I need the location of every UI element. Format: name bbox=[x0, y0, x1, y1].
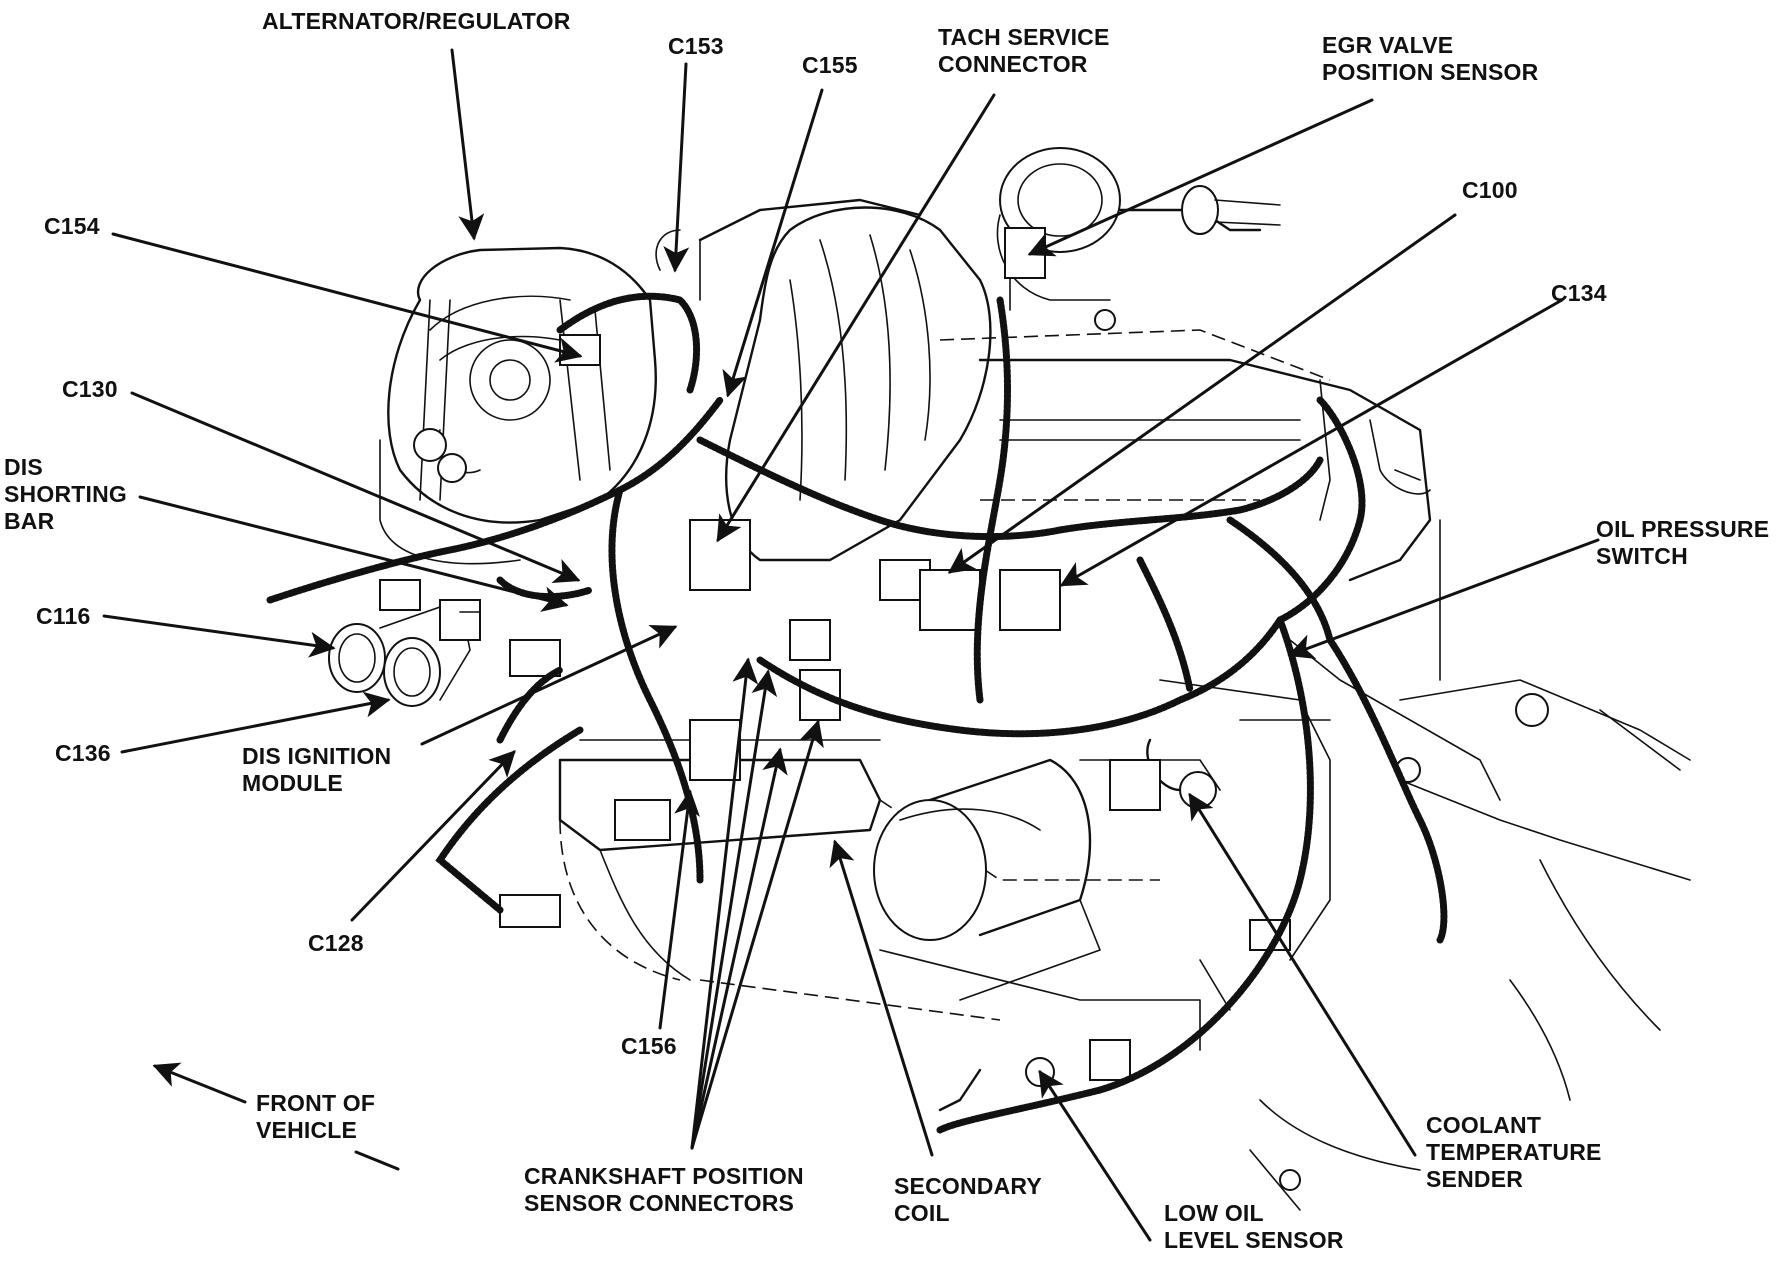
label-crankshaft-line1: CRANKSHAFT POSITION bbox=[524, 1163, 804, 1189]
label-alternator-regulator: ALTERNATOR/REGULATOR bbox=[262, 8, 571, 34]
label-crankshaft-line2: SENSOR CONNECTORS bbox=[524, 1190, 795, 1216]
label-oil-pressure-switch: OIL PRESSURE SWITCH bbox=[1596, 516, 1769, 570]
label-front-line2: VEHICLE bbox=[256, 1117, 358, 1143]
label-oil-pressure-line1: OIL PRESSURE bbox=[1596, 516, 1770, 542]
leader-c128 bbox=[350, 750, 516, 922]
leader-c153 bbox=[663, 62, 690, 273]
leader-c154 bbox=[111, 232, 583, 363]
label-c155: C155 bbox=[802, 52, 858, 78]
wire-harness-drawing bbox=[266, 292, 1448, 1134]
label-coolant-line2: TEMPERATURE bbox=[1426, 1139, 1602, 1165]
label-c153: C153 bbox=[668, 33, 724, 59]
leader-crankshaft-4 bbox=[690, 719, 824, 1150]
leader-crankshaft-2 bbox=[690, 669, 778, 1150]
leader-alternator-regulator bbox=[450, 48, 485, 241]
label-tach-service-connector-line1: TACH SERVICE bbox=[938, 24, 1110, 50]
label-tach-service-connector: TACH SERVICE CONNECTOR bbox=[938, 24, 1110, 78]
label-front-line1: FRONT OF bbox=[256, 1090, 376, 1116]
label-secondary-coil: SECONDARY COIL bbox=[894, 1173, 1042, 1227]
leader-dis-shorting-bar bbox=[138, 495, 569, 612]
label-c116: C116 bbox=[36, 603, 91, 629]
leader-c100 bbox=[947, 213, 1457, 574]
label-egr-valve-position-sensor: EGR VALVE POSITION SENSOR bbox=[1322, 32, 1538, 86]
leader-c156 bbox=[658, 789, 700, 1030]
label-c100: C100 bbox=[1462, 177, 1518, 203]
leader-c134 bbox=[1059, 298, 1564, 587]
leader-coolant-temperature-sender bbox=[1188, 792, 1417, 1157]
label-dis-line2: SHORTING bbox=[4, 481, 127, 507]
leader-tach-service-connector bbox=[716, 93, 996, 543]
label-secondary-line1: SECONDARY bbox=[894, 1173, 1042, 1199]
label-c128: C128 bbox=[308, 930, 364, 956]
intake-manifold-drawing bbox=[655, 198, 992, 562]
leader-egr-valve-position-sensor bbox=[1027, 98, 1374, 257]
leader-c155 bbox=[722, 88, 824, 398]
label-egr-line1: EGR VALVE bbox=[1322, 32, 1454, 58]
label-dis-shorting-bar: DIS SHORTING BAR bbox=[4, 454, 127, 535]
leader-crankshaft-3 bbox=[690, 747, 788, 1150]
transmission-drawing bbox=[1249, 679, 1691, 1211]
engine-illustration bbox=[266, 147, 1691, 1211]
label-coolant-line1: COOLANT bbox=[1426, 1112, 1542, 1138]
c116-c136-connector-drawing bbox=[328, 599, 481, 707]
label-dis-ignition-module: DIS IGNITION MODULE bbox=[242, 743, 391, 797]
front-of-vehicle-tail bbox=[354, 1150, 400, 1171]
label-c154: C154 bbox=[44, 213, 100, 239]
leader-lines bbox=[102, 48, 1600, 1242]
label-c130: C130 bbox=[62, 376, 118, 402]
leader-oil-pressure-switch bbox=[1287, 538, 1600, 659]
label-low-oil-level-sensor: LOW OIL LEVEL SENSOR bbox=[1164, 1200, 1344, 1254]
label-low-oil-line1: LOW OIL bbox=[1164, 1200, 1264, 1226]
label-egr-line2: POSITION SENSOR bbox=[1322, 59, 1539, 85]
front-of-vehicle-arrow bbox=[152, 1062, 247, 1104]
leader-c130 bbox=[130, 391, 581, 583]
label-tach-service-connector-line2: CONNECTOR bbox=[938, 51, 1088, 77]
leader-crankshaft-1 bbox=[690, 657, 759, 1150]
label-dis-ignition-line2: MODULE bbox=[242, 770, 343, 796]
label-coolant-temperature-sender: COOLANT TEMPERATURE SENDER bbox=[1426, 1112, 1602, 1193]
label-c136: C136 bbox=[55, 740, 111, 766]
label-dis-line3: BAR bbox=[4, 508, 55, 534]
label-oil-pressure-line2: SWITCH bbox=[1596, 543, 1688, 569]
label-c134: C134 bbox=[1551, 280, 1607, 306]
leader-dis-ignition-module bbox=[420, 625, 678, 746]
secondary-coil-drawing bbox=[873, 758, 1231, 1051]
leader-c136 bbox=[120, 691, 391, 754]
label-coolant-line3: SENDER bbox=[1426, 1166, 1524, 1192]
leader-c116 bbox=[102, 614, 336, 658]
label-crankshaft-position-sensor-connectors: CRANKSHAFT POSITION SENSOR CONNECTORS bbox=[524, 1163, 804, 1217]
leader-secondary-coil bbox=[829, 839, 934, 1157]
label-front-of-vehicle: FRONT OF VEHICLE bbox=[256, 1090, 375, 1144]
label-c156: C156 bbox=[621, 1033, 677, 1059]
leader-low-oil-level-sensor bbox=[1038, 1069, 1152, 1242]
label-low-oil-line2: LEVEL SENSOR bbox=[1164, 1227, 1344, 1253]
label-dis-ignition-line1: DIS IGNITION bbox=[242, 743, 392, 769]
engine-block-drawing bbox=[558, 639, 1501, 1021]
label-dis-line1: DIS bbox=[4, 454, 43, 480]
egr-valve-drawing bbox=[996, 147, 1281, 331]
label-secondary-line2: COIL bbox=[894, 1200, 950, 1226]
